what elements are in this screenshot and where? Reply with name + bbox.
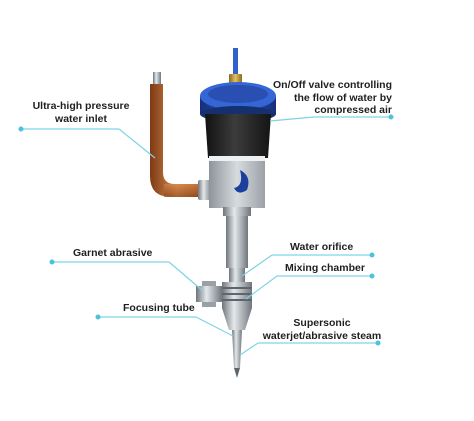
leader-jet bbox=[239, 340, 381, 356]
air-fitting bbox=[229, 74, 242, 83]
label-garnet-abrasive-line1: Garnet abrasive bbox=[73, 247, 153, 259]
nozzle-tip bbox=[234, 368, 240, 378]
valve-body bbox=[205, 114, 271, 158]
label-water-orifice: Water orifice bbox=[290, 241, 390, 254]
leader-valve bbox=[269, 114, 394, 122]
cutting-head-illustration bbox=[150, 48, 276, 378]
label-onoff-valve-line2: the flow of water by bbox=[293, 91, 392, 104]
label-focusing-tube: Focusing tube bbox=[123, 302, 213, 315]
label-supersonic-jet-line1: Supersonic bbox=[293, 317, 351, 329]
label-water-inlet-line2: water inlet bbox=[55, 112, 107, 125]
stem-collar bbox=[223, 207, 251, 216]
stem bbox=[226, 216, 248, 268]
orifice-housing bbox=[229, 268, 245, 282]
leader-focusing bbox=[95, 314, 234, 337]
label-focusing-tube-line1: Focusing tube bbox=[123, 302, 195, 314]
focusing-tube bbox=[232, 330, 242, 368]
label-water-inlet: Ultra-high pressure water inlet bbox=[26, 100, 136, 125]
leader-lines bbox=[18, 114, 394, 356]
leader-orifice bbox=[241, 252, 375, 277]
label-mixing-chamber: Mixing chamber bbox=[285, 262, 385, 275]
leader-garnet bbox=[49, 259, 204, 292]
label-onoff-valve-line1: On/Off valve controlling bbox=[272, 79, 392, 91]
label-mixing-chamber-line1: Mixing chamber bbox=[285, 262, 365, 274]
manifold-block bbox=[209, 156, 265, 208]
label-supersonic-jet-line2: waterjet/abrasive steam bbox=[262, 329, 382, 342]
copper-inlet-tube bbox=[150, 72, 212, 200]
mixing-chamber bbox=[222, 282, 252, 330]
label-onoff-valve-line3: compressed air bbox=[314, 104, 392, 116]
label-garnet-abrasive: Garnet abrasive bbox=[73, 247, 183, 260]
label-supersonic-jet: Supersonic waterjet/abrasive steam bbox=[262, 317, 382, 342]
inlet-nut bbox=[198, 180, 212, 200]
leader-mixing bbox=[245, 273, 375, 300]
label-water-orifice-line1: Water orifice bbox=[290, 241, 354, 253]
air-line bbox=[233, 48, 238, 74]
logo-icon bbox=[234, 170, 249, 193]
leader-inlet bbox=[18, 126, 156, 159]
label-onoff-valve: On/Off valve controlling the flow of wat… bbox=[262, 79, 392, 117]
label-water-inlet-line1: Ultra-high pressure bbox=[32, 100, 130, 112]
